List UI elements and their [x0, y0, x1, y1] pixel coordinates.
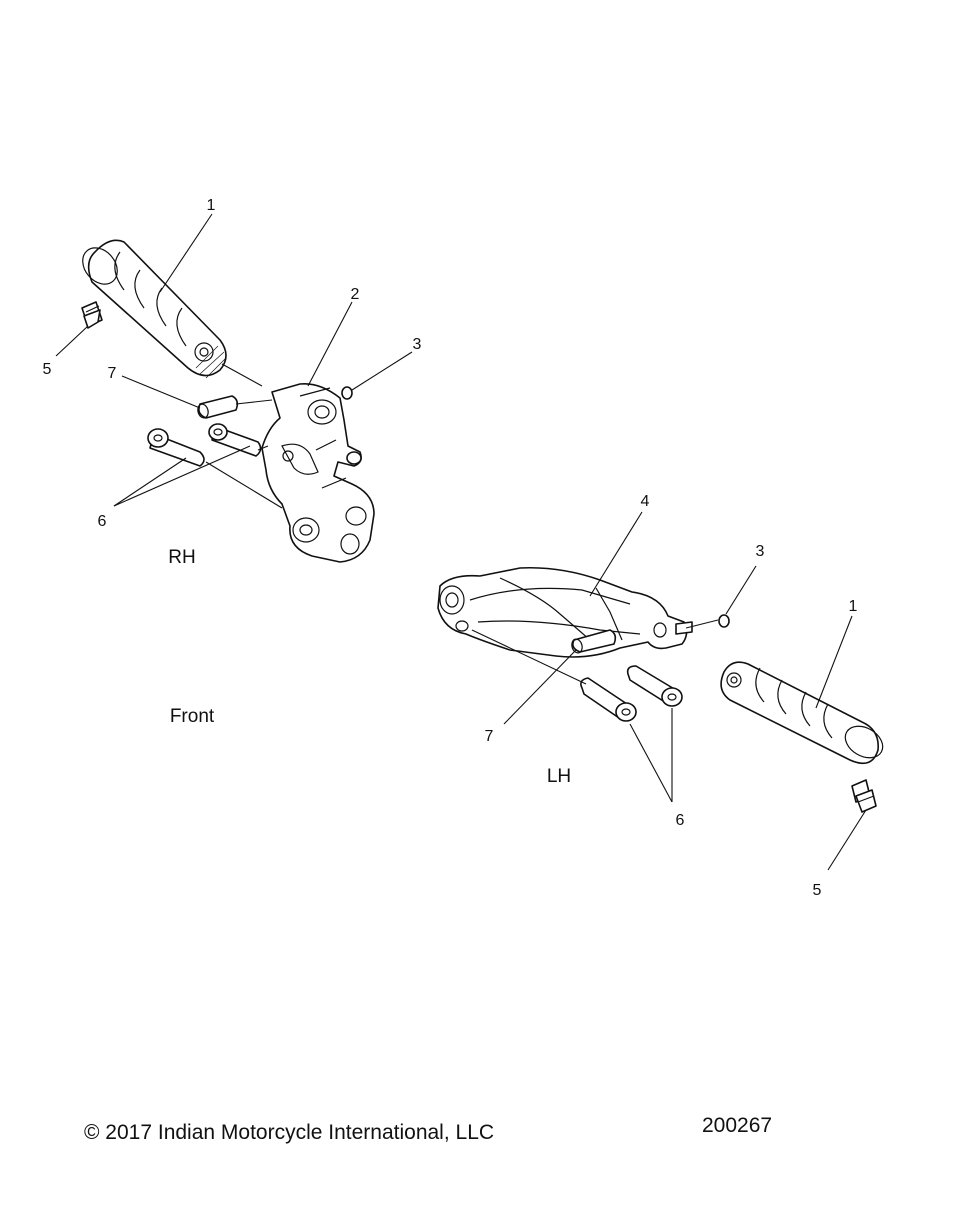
- lh-callout-o-ring: 3: [756, 543, 765, 560]
- lh-callout-grip: 1: [849, 598, 858, 615]
- lh-footpeg-grip: [720, 661, 884, 765]
- rh-set-screw: [81, 301, 103, 329]
- rh-pin: [197, 395, 239, 419]
- rh-side-label: RH: [168, 547, 195, 568]
- lh-footpeg-bracket: [437, 566, 693, 658]
- lh-bolt-left: [580, 677, 637, 722]
- lh-callout-set-screw: 5: [813, 882, 822, 899]
- rh-o-ring: [341, 386, 353, 400]
- rh-callout-bracket: 2: [351, 286, 360, 303]
- figure-number: 200267: [702, 1114, 772, 1137]
- lh-leader-lines: [471, 511, 867, 871]
- rh-callout-pin: 7: [108, 365, 117, 382]
- lh-side-label: LH: [547, 766, 571, 787]
- lh-callout-bolts: 6: [676, 812, 685, 829]
- rh-callout-o-ring: 3: [413, 336, 422, 353]
- rh-callout-grip: 1: [207, 197, 216, 214]
- copyright-notice: © 2017 Indian Motorcycle International, …: [84, 1121, 494, 1144]
- rh-callout-bolts: 6: [98, 513, 107, 530]
- lh-bolt-right: [626, 665, 683, 707]
- lh-pin: [571, 629, 617, 654]
- front-label: Front: [170, 706, 215, 727]
- rh-bolt-lower: [147, 428, 205, 467]
- rh-leader-lines: [55, 213, 413, 509]
- lh-callout-pin: 7: [485, 728, 494, 745]
- lh-o-ring: [718, 614, 730, 628]
- rh-footpeg-bracket: [261, 382, 375, 563]
- rh-bolt-upper: [208, 423, 262, 457]
- lh-callout-bracket: 4: [641, 493, 650, 510]
- rh-callout-set-screw: 5: [43, 361, 52, 378]
- lh-set-screw: [851, 779, 877, 813]
